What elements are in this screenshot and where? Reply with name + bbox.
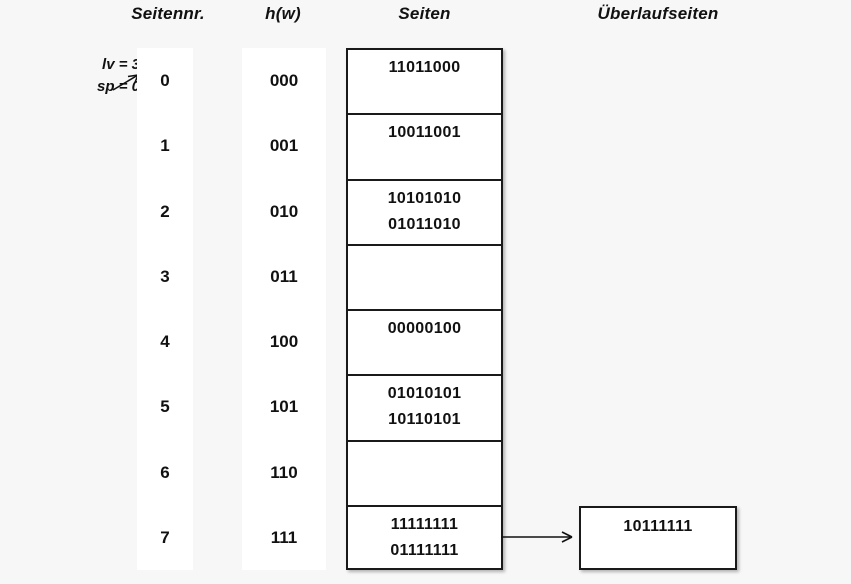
seiten-entry: 00000100 bbox=[387, 320, 462, 337]
seiten-row: 11111111 01111111 bbox=[348, 507, 501, 572]
seitennr-cell: 2 bbox=[160, 201, 170, 221]
hw-cell: 111 bbox=[270, 527, 298, 547]
overflow-entry: 10111111 bbox=[623, 518, 693, 535]
hw-cell: 010 bbox=[269, 201, 299, 221]
seiten-row: 10101010 01011010 bbox=[348, 181, 501, 246]
seiten-row: 01010101 10110101 bbox=[348, 376, 501, 442]
seiten-row: 00000100 bbox=[348, 311, 501, 377]
column-header-ueberlaufseiten: Überlaufseiten bbox=[597, 4, 719, 23]
seiten-row bbox=[348, 246, 501, 311]
hw-cell: 101 bbox=[269, 397, 299, 417]
column-band-seitennr bbox=[137, 48, 193, 570]
arrow-right-icon bbox=[501, 531, 573, 543]
seitennr-cell: 3 bbox=[160, 266, 170, 286]
seitennr-cell: 5 bbox=[160, 397, 170, 417]
seiten-entry: 10011001 bbox=[388, 124, 461, 142]
seiten-entry: 01111111 bbox=[390, 541, 459, 559]
seiten-row bbox=[348, 442, 501, 507]
seitennr-cell: 0 bbox=[160, 71, 170, 90]
parameter-lv: lv = 3 bbox=[102, 56, 140, 73]
seitennr-cell: 6 bbox=[160, 462, 170, 482]
seitennr-cell: 4 bbox=[160, 332, 170, 351]
column-header-seiten: Seiten bbox=[398, 4, 451, 23]
seiten-row: 11011000 bbox=[348, 50, 501, 116]
overflow-page-box: 10111111 bbox=[579, 506, 737, 570]
seiten-entry: 01010101 bbox=[387, 385, 462, 403]
seitennr-cell: 7 bbox=[160, 527, 170, 547]
seitennr-cell: 1 bbox=[160, 136, 170, 156]
hw-cell: 100 bbox=[269, 332, 299, 351]
hw-cell: 000 bbox=[269, 71, 299, 90]
seiten-entry: 10110101 bbox=[388, 411, 461, 429]
seiten-entry: 11011000 bbox=[388, 59, 461, 76]
hw-cell: 001 bbox=[269, 136, 299, 156]
hw-cell: 110 bbox=[270, 462, 298, 482]
seiten-entry: 01011010 bbox=[388, 215, 461, 233]
seiten-entry: 11111111 bbox=[390, 515, 459, 533]
hw-cell: 011 bbox=[270, 266, 298, 286]
column-header-seitennr: Seitennr. bbox=[131, 4, 205, 23]
column-header-hw: h(w) bbox=[265, 4, 301, 23]
seiten-row: 10011001 bbox=[348, 115, 501, 181]
column-band-hw bbox=[242, 48, 326, 570]
seiten-table: 11011000 10011001 10101010 01011010 00000… bbox=[346, 48, 503, 570]
seiten-entry: 10101010 bbox=[387, 189, 462, 207]
